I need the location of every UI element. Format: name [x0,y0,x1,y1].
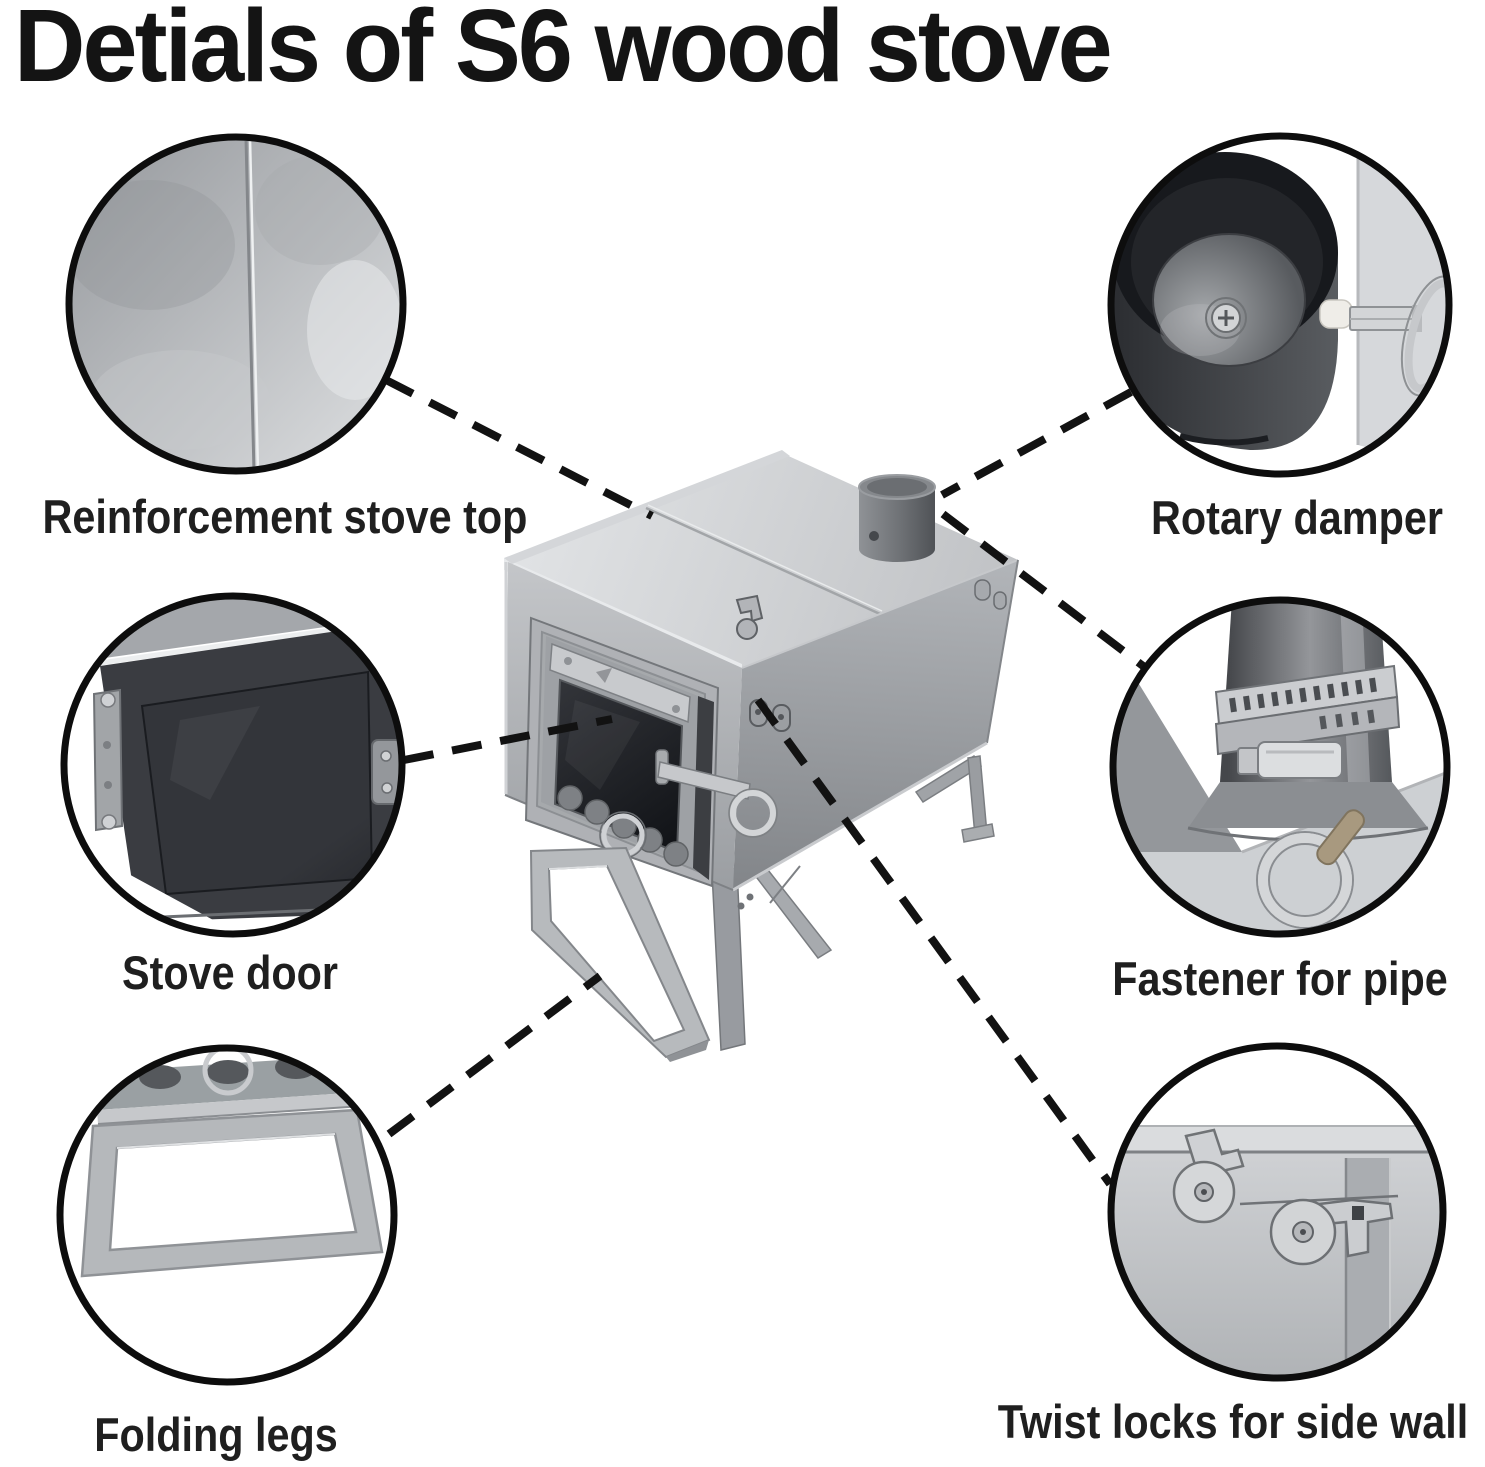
callout-label-fastener-for-pipe: Fastener for pipe [1112,952,1448,1005]
hose-clamp-band-lower [1214,695,1401,756]
callout-ring-twist-locks [1107,1042,1447,1382]
door-latch-bar [657,761,751,800]
stove-chimney-collar [858,474,936,562]
stove-door [524,616,778,888]
side-wall-top-rail [1114,1126,1432,1152]
door-latch [371,739,399,805]
callout-label-reinforcement-stove-top: Reinforcement stove top [42,490,528,543]
stove-photo [504,450,1019,1062]
stove-front-leg [529,846,711,1059]
side-wall-panel [1114,1150,1440,1375]
damper-rod-insulator [1319,299,1353,329]
leader-line-folding-legs [386,972,603,1138]
hose-clamp-slots [1229,677,1377,713]
stove-top-seam [244,140,256,468]
callout-ring-folding-legs [56,1044,398,1386]
leader-line-rotary-damper [940,388,1133,499]
stove-rear-leg [914,754,995,843]
door-hinge [92,688,124,832]
leader-line-pipe-fastener [940,510,1150,673]
callout-label-rotary-damper: Rotary damper [1151,491,1443,544]
callout-label-folding-legs: Folding legs [94,1408,338,1461]
side-hook-latch [735,594,764,640]
leg-pin-ring [202,1051,254,1096]
stove-side-leg [711,867,746,1051]
callout-ring-stove-door [60,592,406,938]
callout-photo-pipe-fastener [1116,603,1444,931]
callout-ring-stove-top [65,133,407,475]
callout-ring-rotary-damper [1107,132,1453,478]
page-title: Detials of S6 wood stove [14,0,1113,103]
callout-label-stove-door: Stove door [121,946,339,999]
fastener-pin [1316,809,1365,866]
callout-photo-stove-top [72,140,400,468]
leader-line-stove-top [384,376,654,520]
door-top-bar [549,642,691,724]
leader-line-twist-locks [754,697,1114,1187]
door-latch-ring [730,790,776,836]
door-air-vents [557,785,689,867]
stove-side-face [733,560,1018,890]
callout-photo-stove-door [67,599,399,931]
leader-line-stove-door [403,715,613,764]
fastener-pin-ring [1258,833,1352,927]
callout-label-twist-locks: Twist locks for side wall [997,1395,1469,1448]
callout-photo-folding-legs [63,1051,391,1379]
callout-ring-pipe-fastener [1109,596,1451,938]
hose-clamp-screw-housing [1257,741,1343,779]
damper-plate [1152,233,1306,367]
